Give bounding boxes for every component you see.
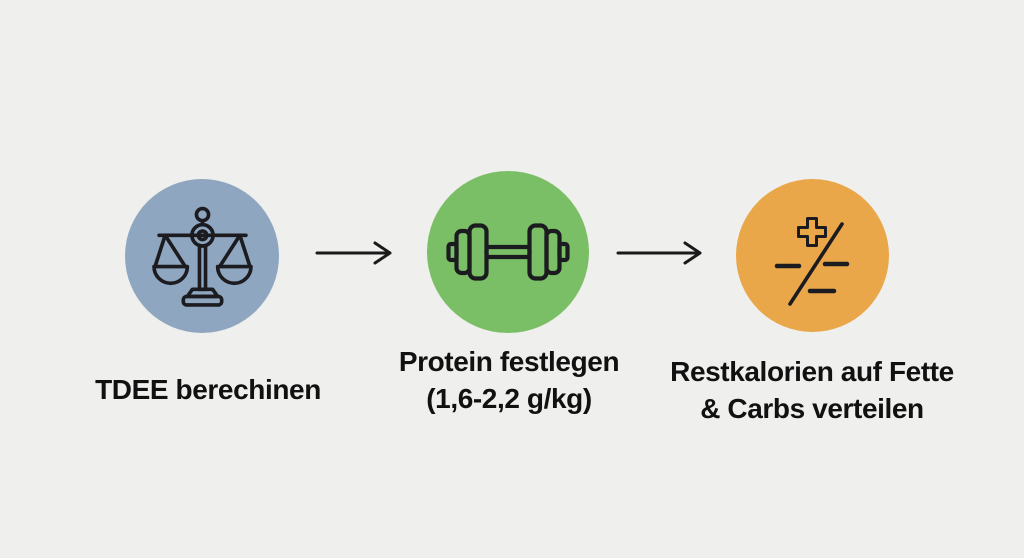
step-label-line: Protein festlegen: [398, 346, 620, 377]
step-circle-tdee: [125, 179, 279, 333]
step-label-tdee: TDEE berechinen: [53, 371, 363, 408]
step-label-protein: Protein festlegen (1,6-2,2 g/kg): [354, 343, 664, 417]
step-label-line: & Carbs verteilen: [700, 393, 924, 424]
step-label-line: (1,6-2,2 g/kg): [426, 383, 592, 414]
step-circle-protein: [427, 171, 589, 333]
step-circle-restkalorien: [736, 179, 889, 332]
balance-scale-icon: [151, 205, 253, 307]
step-label-line: TDEE berechinen: [95, 374, 321, 405]
step-label-line: Restkalorien auf Fette: [670, 356, 954, 387]
flow-arrow-1: [305, 238, 400, 268]
step-label-restkalorien: Restkalorien auf Fette & Carbs verteilen: [647, 353, 977, 427]
plus-minus-slash-icon: [774, 206, 852, 306]
flow-arrow-2: [608, 238, 708, 268]
dumbbell-icon: [446, 223, 570, 281]
